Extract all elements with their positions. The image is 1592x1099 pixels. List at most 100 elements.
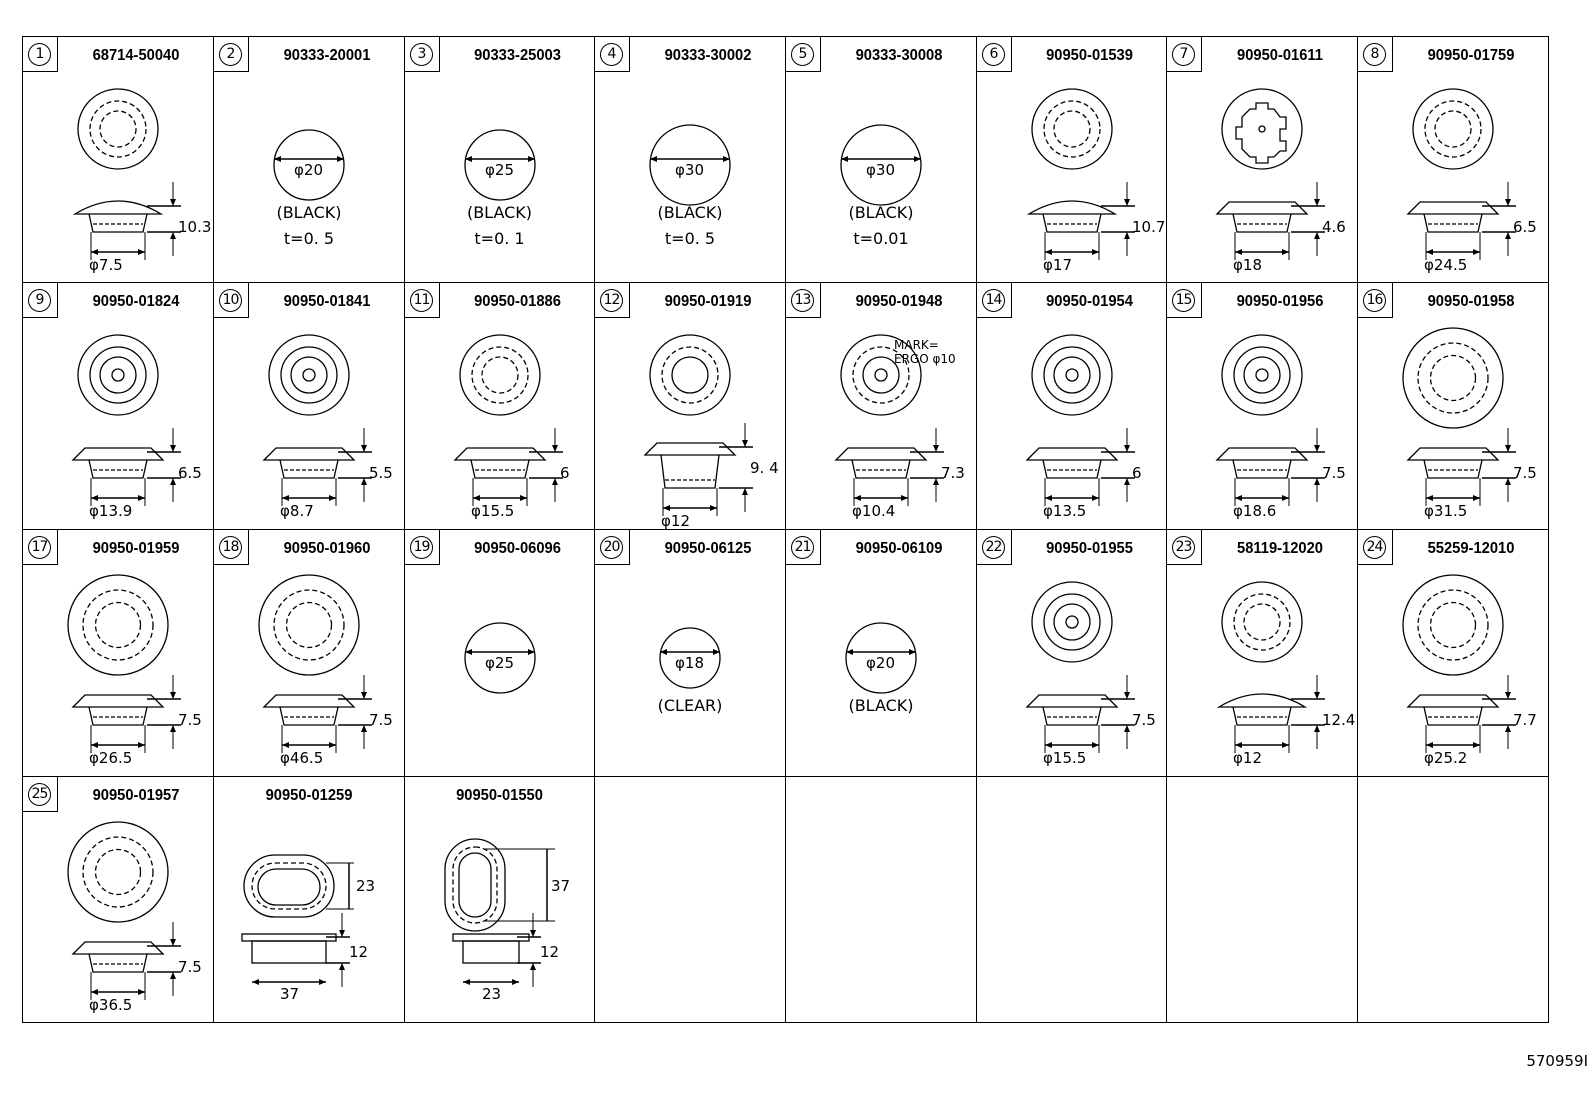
- part-drawing: [1216, 581, 1325, 753]
- item-number-badge: 8: [1357, 36, 1393, 72]
- thickness-note: t=0. 1: [474, 229, 525, 248]
- diameter-label: φ18.6: [1233, 502, 1277, 520]
- item-number-badge: 19: [404, 529, 440, 565]
- part-cell: 17 90950-01959 7.5 φ26.5: [22, 529, 214, 777]
- height-label: 7.3: [941, 464, 965, 482]
- height-label: 12: [540, 943, 560, 961]
- part-drawing: [453, 334, 563, 506]
- diameter-label: φ10.4: [852, 502, 896, 520]
- diameter-label: φ17: [1043, 256, 1072, 274]
- item-number: 3: [410, 43, 433, 66]
- height-label: 9. 4: [750, 459, 779, 477]
- part-drawing: [262, 334, 372, 506]
- part-number: 90950-01960: [283, 540, 371, 557]
- item-number-badge: 17: [22, 529, 58, 565]
- part-drawing: [643, 334, 753, 516]
- item-number: 20: [600, 536, 623, 559]
- part-cell: 7 90950-01611 4.6 φ18: [1166, 36, 1358, 283]
- item-number-badge: 16: [1357, 282, 1393, 318]
- item-number: 2: [219, 43, 242, 66]
- part-drawing: [464, 129, 536, 201]
- item-number-badge: 18: [213, 529, 249, 565]
- part-number: 90950-01611: [1237, 47, 1323, 64]
- item-number: 13: [791, 289, 814, 312]
- part-number: 55259-12010: [1427, 540, 1515, 557]
- item-number: 11: [410, 289, 433, 312]
- item-number-badge: 21: [785, 529, 821, 565]
- part-drawing: [1025, 581, 1135, 753]
- part-number: 90950-01958: [1427, 293, 1515, 310]
- part-drawing: [71, 334, 181, 506]
- diameter-label: φ18: [1233, 256, 1262, 274]
- part-number: 90950-01955: [1046, 540, 1133, 557]
- item-number-badge: 3: [404, 36, 440, 72]
- height-label: 10.3: [178, 218, 212, 236]
- item-number: 7: [1172, 43, 1195, 66]
- part-number: 90950-01259: [265, 787, 353, 804]
- item-number: 22: [982, 536, 1005, 559]
- item-number-badge: 11: [404, 282, 440, 318]
- item-number-badge: 6: [976, 36, 1012, 72]
- part-drawing: [67, 574, 181, 753]
- size-label: 37: [551, 877, 571, 895]
- part-number: 90950-01759: [1427, 47, 1515, 64]
- size-label: 23: [356, 877, 376, 895]
- part-number: 90950-01886: [474, 293, 561, 310]
- height-label: 6.5: [1513, 218, 1537, 236]
- item-number: 17: [28, 536, 51, 559]
- part-number: 90950-01957: [92, 787, 180, 804]
- part-drawing: [464, 622, 536, 694]
- item-number-badge: 12: [594, 282, 630, 318]
- part-drawing: [72, 88, 181, 260]
- part-drawing: [1026, 88, 1135, 260]
- item-number: 25: [28, 783, 51, 806]
- part-number: 90950-06125: [664, 540, 752, 557]
- height-label: 6.5: [178, 464, 202, 482]
- diameter-label: φ13.5: [1043, 502, 1087, 520]
- part-number: 90950-01959: [92, 540, 180, 557]
- part-number: 90333-30008: [855, 47, 943, 64]
- height-label: 12: [349, 943, 369, 961]
- item-number-badge: 1: [22, 36, 58, 72]
- item-number: 9: [28, 289, 51, 312]
- diameter-label: φ18: [675, 654, 704, 672]
- height-label: 7.7: [1513, 711, 1537, 729]
- height-label: 4.6: [1322, 218, 1346, 236]
- part-cell: 90950-01259 23 12 37: [213, 776, 405, 1023]
- mark-note: MARK=: [894, 338, 939, 352]
- part-number: 58119-12020: [1237, 540, 1323, 557]
- diameter-label: φ15.5: [1043, 749, 1087, 767]
- height-label: 12.4: [1322, 711, 1356, 729]
- diameter-label: φ30: [675, 161, 704, 179]
- diameter-label: φ15.5: [471, 502, 515, 520]
- diameter-label: φ25: [485, 161, 514, 179]
- item-number-badge: 7: [1166, 36, 1202, 72]
- color-note: (CLEAR): [657, 696, 723, 715]
- diameter-label: φ8.7: [280, 502, 314, 520]
- width-label: 37: [280, 985, 300, 1003]
- part-drawing: [444, 838, 555, 987]
- empty-cell: [976, 776, 1167, 1023]
- item-number-badge: 25: [22, 776, 58, 812]
- part-number: 90950-01954: [1046, 293, 1133, 310]
- item-number: 19: [410, 536, 433, 559]
- diameter-label: φ26.5: [89, 749, 133, 767]
- height-label: 7.5: [178, 711, 202, 729]
- item-number: 16: [1363, 289, 1386, 312]
- item-number-badge: 4: [594, 36, 630, 72]
- item-number: 18: [219, 536, 242, 559]
- item-number-badge: 9: [22, 282, 58, 318]
- part-drawing: [659, 627, 721, 689]
